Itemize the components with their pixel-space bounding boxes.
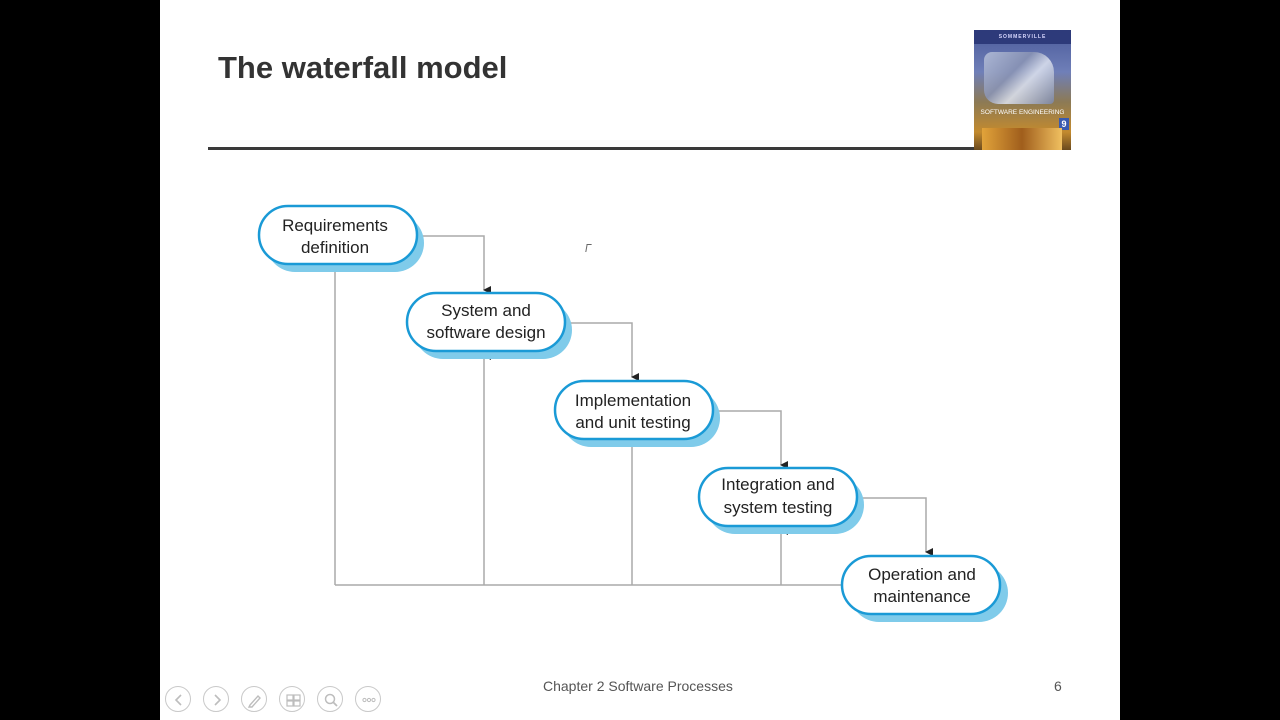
book-cover-building (984, 52, 1054, 104)
waterfall-diagram: Requirements definition System and softw… (257, 204, 1008, 622)
zoom-button[interactable] (317, 686, 343, 712)
stage-label-line1: Implementation (575, 391, 691, 410)
book-cover-edition: 9 (1059, 118, 1069, 130)
forward-connectors (417, 235, 933, 556)
book-cover-image: SOMMERVILLE SOFTWARE ENGINEERING 9 (974, 30, 1071, 150)
book-cover-bottom (982, 128, 1062, 150)
stage-label-line1: Integration and (721, 475, 834, 494)
pen-icon (247, 694, 261, 708)
slide-footer: Chapter 2 Software Processes (543, 678, 733, 694)
arrow-right-icon (214, 694, 222, 706)
stage-integration-system-testing: Integration and system testing (697, 466, 864, 534)
see-all-slides-button[interactable] (279, 686, 305, 712)
slide-number: 6 (1054, 678, 1062, 694)
stage-label-line2: definition (301, 238, 369, 257)
connector-1-2 (417, 235, 491, 294)
stage-box (553, 379, 715, 441)
stage-implementation-unit-testing: Implementation and unit testing (553, 379, 720, 447)
connector-3-4 (713, 410, 788, 469)
book-cover-author: SOMMERVILLE (974, 30, 1071, 44)
stage-box (405, 291, 567, 353)
title-divider (208, 147, 975, 150)
magnifier-icon (324, 693, 338, 707)
arrow-left-icon (174, 694, 182, 706)
stage-label-line2: software design (426, 323, 545, 342)
stage-box (697, 466, 859, 528)
slide-title: The waterfall model (218, 50, 508, 85)
stage-label-line1: Requirements (282, 216, 388, 235)
stage-label-line2: maintenance (873, 587, 970, 606)
book-cover-title: SOFTWARE ENGINEERING (980, 109, 1065, 116)
connector-4-5 (857, 497, 933, 556)
connector-2-3 (565, 322, 639, 381)
stage-label-line2: and unit testing (575, 413, 690, 432)
stage-system-software-design: System and software design (405, 291, 572, 359)
pen-tool-button[interactable] (241, 686, 267, 712)
slide: The waterfall model SOMMERVILLE SOFTWARE… (160, 0, 1120, 720)
stage-box (257, 204, 419, 266)
next-slide-button[interactable] (203, 686, 229, 712)
slides-grid-icon (286, 694, 301, 707)
stage-label-line2: system testing (724, 498, 833, 517)
stage-requirements-definition: Requirements definition (257, 204, 424, 272)
stage-label-line1: Operation and (868, 565, 976, 584)
stage-label-line1: System and (441, 301, 531, 320)
stage-operation-maintenance: Operation and maintenance (840, 554, 1008, 622)
more-options-button[interactable] (355, 686, 381, 712)
stage-box (840, 554, 1002, 616)
ellipsis-icon (362, 697, 376, 703)
previous-slide-button[interactable] (165, 686, 191, 712)
feedback-connectors (334, 264, 842, 586)
